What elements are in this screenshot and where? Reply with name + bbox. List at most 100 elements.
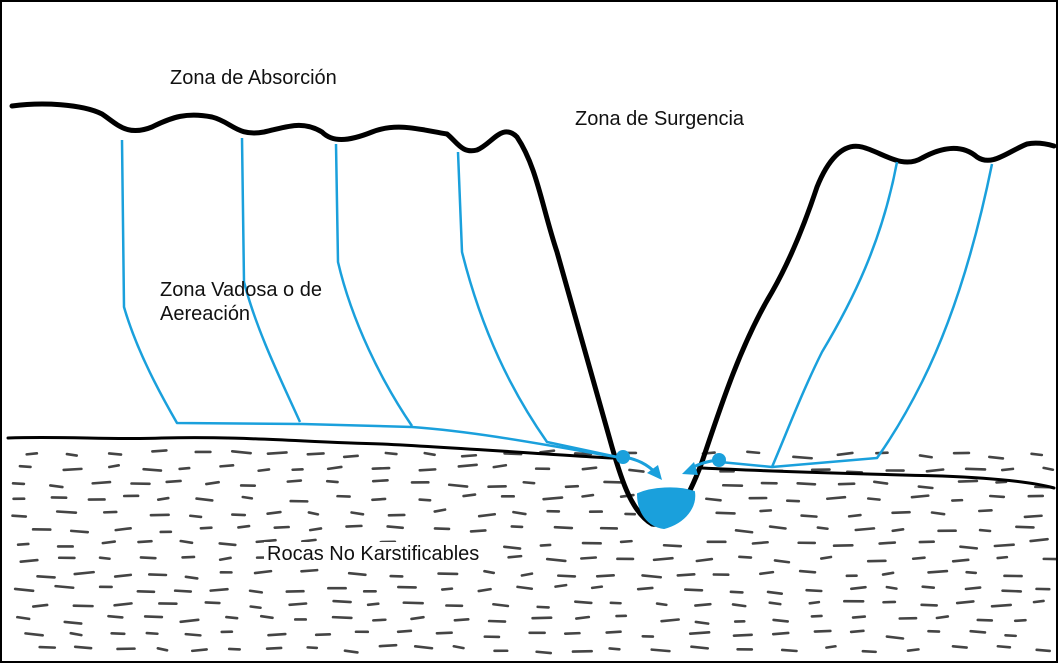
rock-dash xyxy=(917,485,934,490)
left-infiltration-flows xyxy=(120,137,623,460)
rock-dash xyxy=(800,514,818,518)
non-karstifiable-rocks-label: Rocas No Karstificables xyxy=(264,542,483,566)
rock-dash xyxy=(930,511,946,516)
rock-dash xyxy=(249,605,262,610)
rock-dash xyxy=(195,497,214,502)
rock-dash xyxy=(910,494,930,499)
rock-dash xyxy=(487,619,507,623)
rock-dash xyxy=(255,538,277,544)
rock-dash xyxy=(768,525,787,530)
rock-dash xyxy=(366,602,380,607)
rock-dash xyxy=(136,589,156,594)
rock-dash xyxy=(288,602,308,607)
rock-dash xyxy=(911,556,926,561)
rock-dash xyxy=(435,631,453,635)
rock-dash xyxy=(371,466,391,471)
rock-dash xyxy=(371,497,387,502)
rock-dash xyxy=(248,589,264,594)
rock-dash xyxy=(38,645,57,649)
rock-dash xyxy=(1035,648,1051,653)
rock-dash xyxy=(861,649,877,654)
rock-dash xyxy=(836,451,854,457)
rock-dash xyxy=(49,484,64,489)
rock-dash xyxy=(553,525,574,530)
rock-dash xyxy=(959,545,979,550)
rock-dash xyxy=(113,573,133,578)
rock-dash xyxy=(326,465,343,471)
rock-dash xyxy=(308,527,323,532)
rock-dash xyxy=(520,572,534,577)
flow-line-6 xyxy=(719,163,994,469)
rock-dash xyxy=(574,600,593,605)
rock-dash xyxy=(107,614,124,619)
rock-dash xyxy=(32,603,49,608)
rock-dash xyxy=(885,585,898,590)
rock-dash xyxy=(759,509,773,513)
rock-dash xyxy=(477,512,497,518)
rock-dash xyxy=(581,493,595,498)
rock-dash xyxy=(189,514,203,519)
rock-dash xyxy=(557,574,577,578)
rock-dash xyxy=(265,646,283,650)
rock-dash xyxy=(98,556,111,561)
rock-dash xyxy=(65,452,79,457)
rock-dash xyxy=(539,543,552,547)
right-infiltration-flows xyxy=(719,161,994,469)
terrain-surface-line xyxy=(9,101,1056,527)
rock-dash xyxy=(990,603,1013,608)
rock-dash xyxy=(662,543,683,548)
rock-dash xyxy=(257,468,271,473)
rock-dash xyxy=(62,467,83,472)
rock-dash xyxy=(107,452,123,456)
rock-dash xyxy=(951,644,968,649)
vadose-zone-label-line1: Zona Vadosa o de xyxy=(160,279,322,301)
rock-dash xyxy=(955,600,975,605)
rock-dash xyxy=(300,568,319,573)
rock-dash xyxy=(418,468,437,472)
rock-dash xyxy=(267,632,287,637)
rock-dash xyxy=(402,601,424,605)
rock-dash xyxy=(580,556,598,560)
rock-dash xyxy=(825,644,837,649)
rock-dash xyxy=(906,648,920,652)
rock-dash xyxy=(372,618,387,622)
rock-dash xyxy=(510,525,524,529)
rock-dash xyxy=(69,529,90,534)
rock-dash xyxy=(307,511,320,516)
rock-dash xyxy=(286,479,303,483)
rock-dash xyxy=(13,587,35,593)
rock-dash xyxy=(969,629,987,634)
rock-dash xyxy=(503,452,523,456)
rock-dash xyxy=(151,449,168,453)
rock-dash xyxy=(605,630,622,634)
rock-dash xyxy=(492,463,508,469)
rock-dash xyxy=(73,645,93,650)
rock-dash xyxy=(935,615,950,620)
rock-dash xyxy=(996,555,1009,560)
rock-dash xyxy=(1023,514,1043,519)
absorption-zone-label: Zona de Absorción xyxy=(170,67,337,89)
rock-dash xyxy=(342,454,359,459)
rock-dash xyxy=(253,569,273,575)
rock-dash xyxy=(165,479,182,484)
rock-dash xyxy=(746,450,761,455)
rock-dash xyxy=(19,558,39,564)
rock-dash xyxy=(156,647,169,652)
rock-dash xyxy=(927,569,949,574)
rock-dash xyxy=(590,585,604,590)
rock-dash xyxy=(866,497,881,501)
rock-dash xyxy=(418,498,432,502)
rock-dash xyxy=(190,648,208,653)
rock-dash xyxy=(628,468,645,473)
rock-dash xyxy=(204,601,221,605)
rock-dash xyxy=(996,644,1012,649)
rock-dash xyxy=(314,633,332,637)
rock-dash xyxy=(951,558,970,563)
rock-dash xyxy=(231,513,247,517)
rock-dash xyxy=(652,556,674,562)
rock-dash xyxy=(181,555,196,559)
rock-dash xyxy=(447,483,469,488)
rock-dash xyxy=(573,452,593,456)
rock-dash xyxy=(881,571,895,576)
rock-dash xyxy=(1004,634,1017,638)
